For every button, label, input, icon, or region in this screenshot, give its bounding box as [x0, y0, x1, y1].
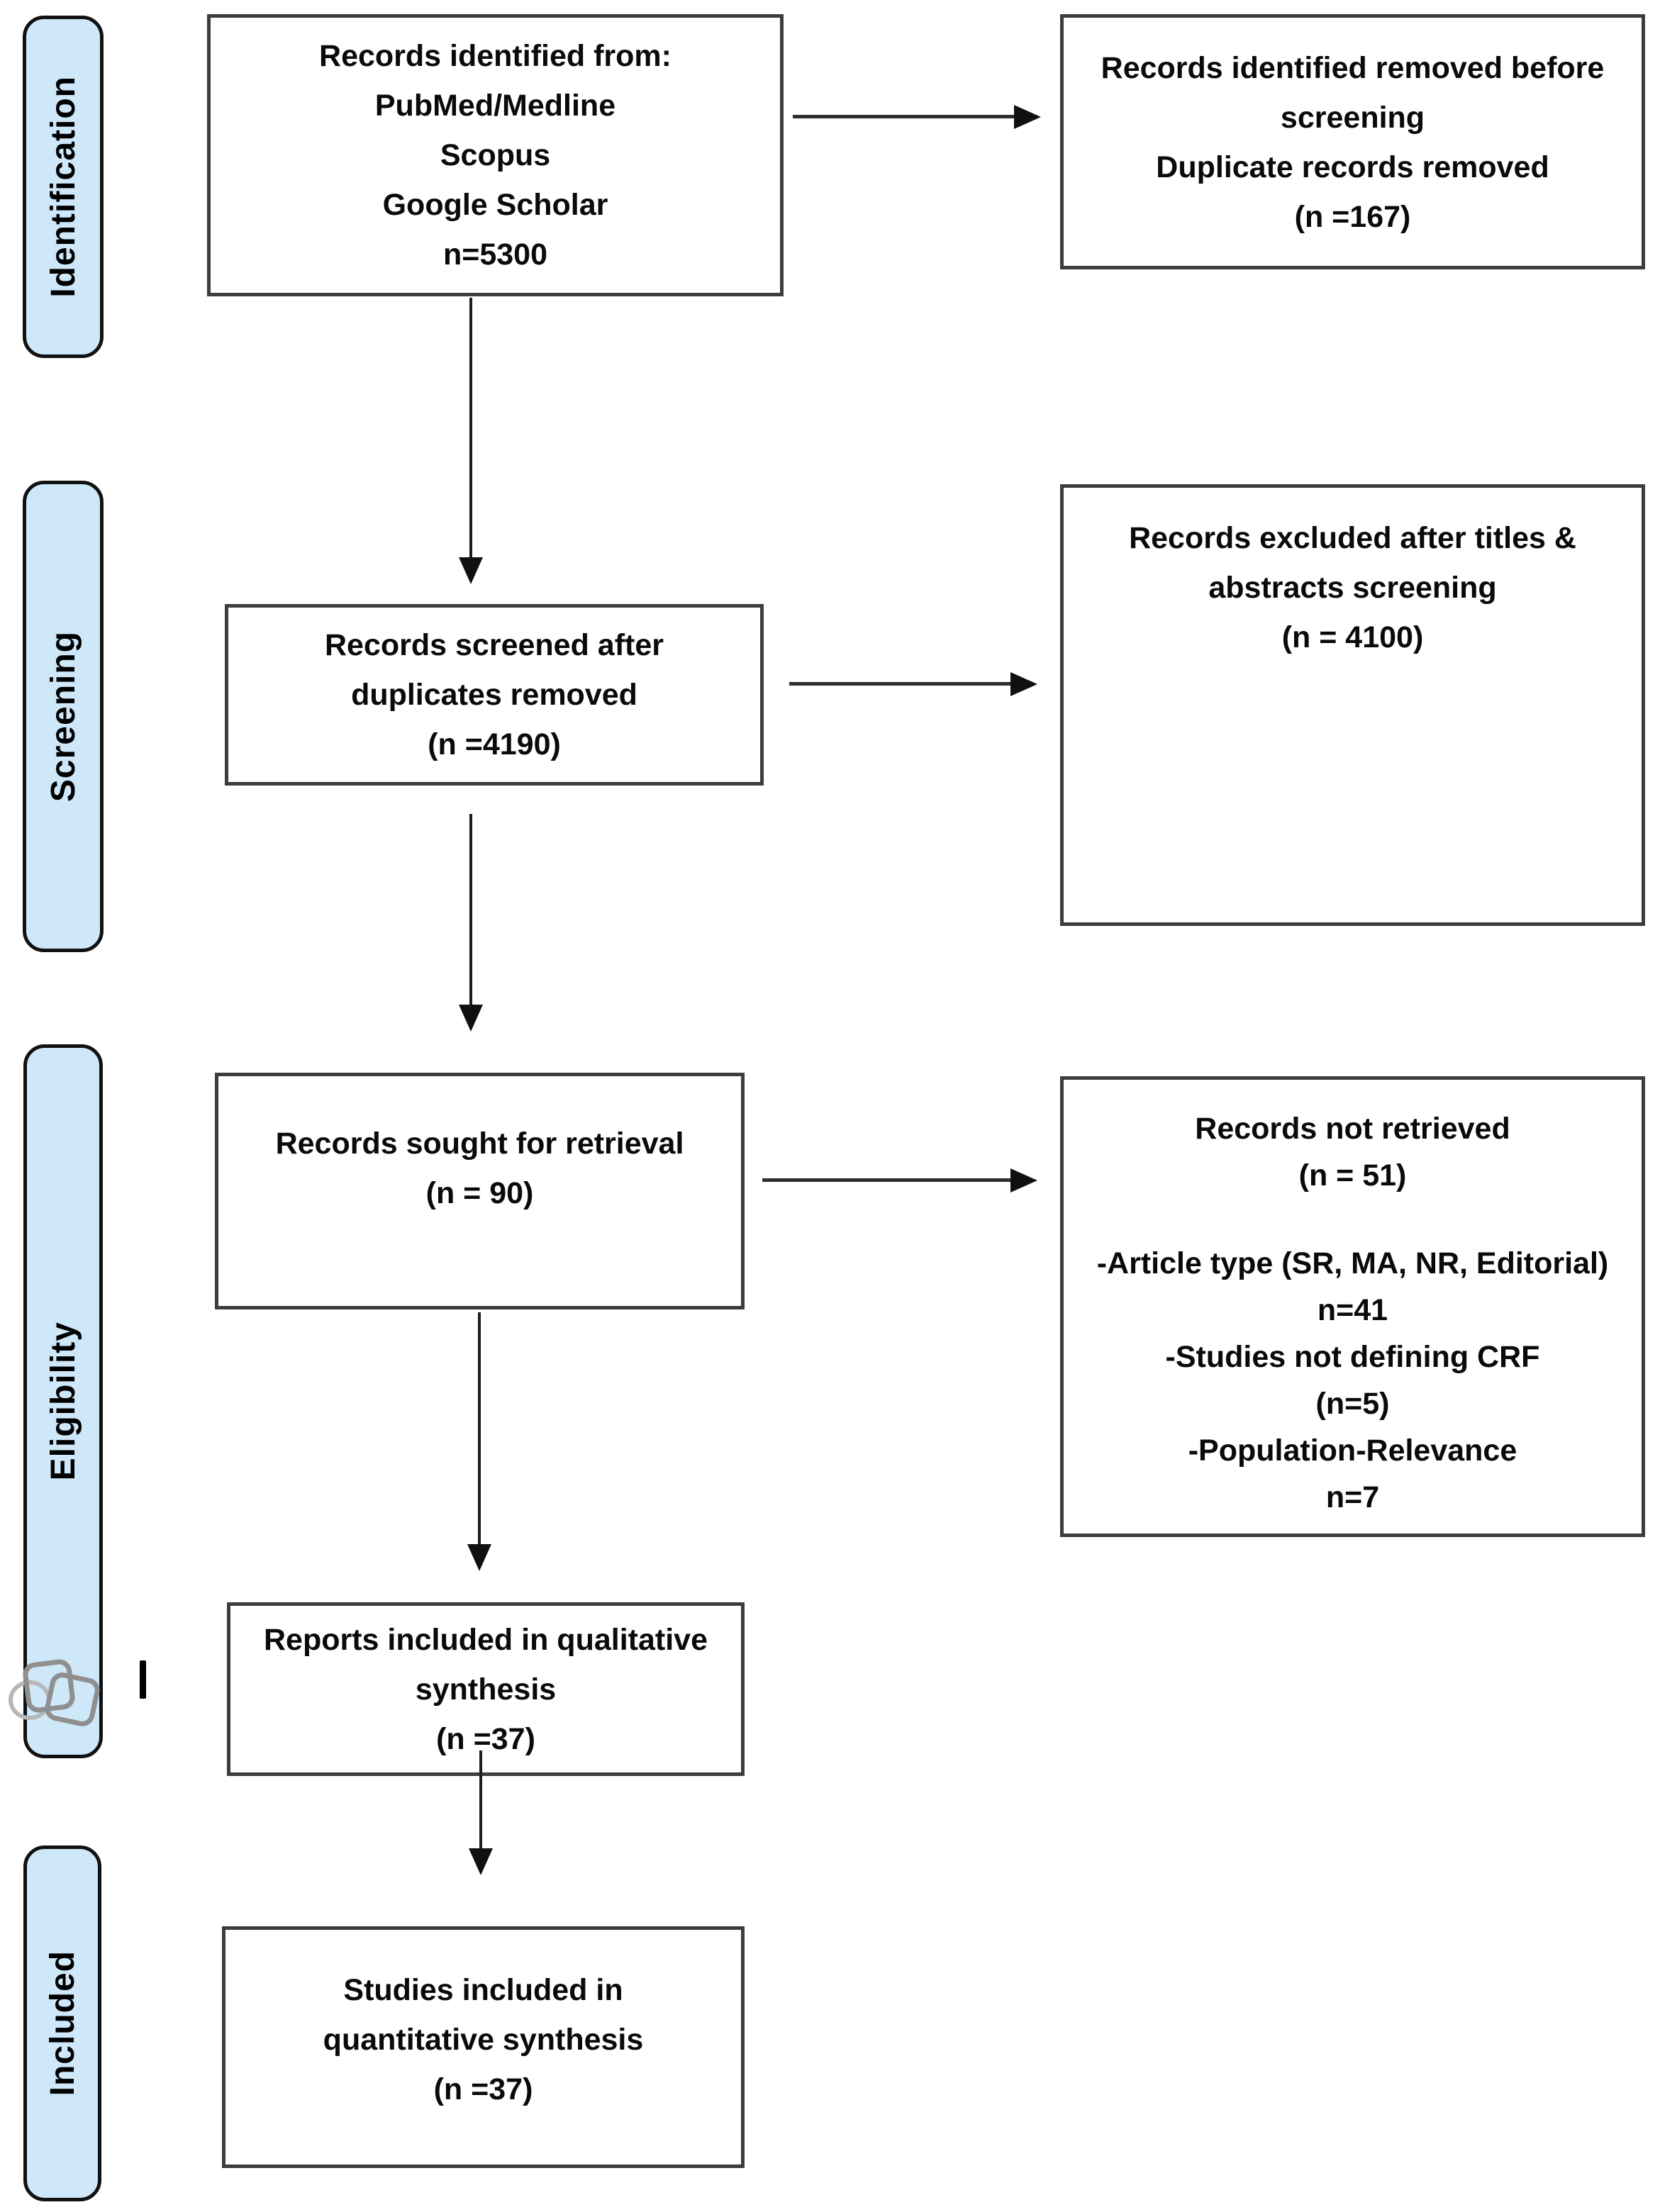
stage-bar-screening: Screening — [23, 481, 104, 952]
box-line: n=41 — [1317, 1293, 1388, 1327]
arrow-head-down-icon — [459, 1005, 483, 1032]
box-line: -Article type (SR, MA, NR, Editorial) — [1096, 1246, 1609, 1280]
arrow-line — [479, 1750, 482, 1851]
box-line: (n =37) — [436, 1721, 535, 1756]
box-line: -Studies not defining CRF — [1165, 1340, 1540, 1374]
box-records-sought: Records sought for retrieval (n = 90) — [215, 1073, 745, 1309]
box-line: (n=5) — [1315, 1387, 1390, 1421]
box-line: (n =4190) — [428, 727, 561, 761]
box-line: Records excluded after titles & — [1129, 521, 1576, 555]
stage-bar-identification: Identification — [23, 16, 104, 358]
stage-bar-included: Included — [23, 1845, 101, 2201]
box-duplicates-removed: Records identified removed before screen… — [1060, 14, 1645, 269]
box-line: duplicates removed — [351, 678, 637, 712]
box-quantitative-synthesis: Studies included in quantitative synthes… — [222, 1926, 745, 2168]
box-line: Studies included in — [343, 1973, 623, 2007]
box-line: -Population-Relevance — [1188, 1434, 1517, 1468]
box-line: screening — [1280, 101, 1425, 135]
box-line: (n = 90) — [425, 1176, 534, 1210]
stage-bar-eligibility: Eligibility — [23, 1044, 103, 1758]
box-qualitative-synthesis: Reports included in qualitative synthesi… — [227, 1602, 745, 1776]
box-line: abstracts screening — [1208, 571, 1497, 605]
arrow-head-right-icon — [1010, 1168, 1037, 1192]
box-line: (n = 4100) — [1281, 620, 1424, 654]
arrow-line — [789, 682, 1012, 686]
box-line: Scopus — [440, 138, 551, 172]
box-line: n=5300 — [442, 238, 548, 272]
arrow-line — [469, 814, 472, 1007]
arrow-head-down-icon — [467, 1544, 491, 1571]
box-line: Google Scholar — [382, 188, 608, 222]
stage-label-identification: Identification — [44, 76, 82, 298]
arrow-head-right-icon — [1014, 105, 1041, 129]
box-line: quantitative synthesis — [323, 2023, 644, 2057]
box-records-not-retrieved: Records not retrieved (n = 51) -Article … — [1060, 1076, 1645, 1537]
arrow-line — [793, 115, 1015, 118]
arrow-line — [478, 1312, 481, 1546]
arrow-head-down-icon — [469, 1848, 493, 1875]
box-line: Records screened after — [325, 628, 664, 662]
text-cursor-mark — [140, 1660, 146, 1699]
box-records-identified: Records identified from: PubMed/Medline … — [207, 14, 784, 296]
box-records-screened: Records screened after duplicates remove… — [225, 604, 764, 786]
stage-label-included: Included — [43, 1950, 82, 2096]
arrow-line — [469, 298, 472, 560]
stage-label-screening: Screening — [44, 630, 82, 803]
box-line: n=7 — [1325, 1480, 1380, 1514]
box-records-excluded: Records excluded after titles & abstract… — [1060, 484, 1645, 926]
overlapping-pages-watermark-icon — [9, 1659, 100, 1726]
stage-label-eligibility: Eligibility — [44, 1322, 82, 1481]
box-line: Records identified removed before — [1101, 51, 1605, 85]
box-line: Records not retrieved — [1195, 1112, 1510, 1146]
box-line: Records sought for retrieval — [275, 1127, 684, 1161]
box-line: Records identified from: — [319, 39, 672, 73]
arrow-head-down-icon — [459, 557, 483, 584]
box-line: Duplicate records removed — [1156, 150, 1549, 184]
box-line: synthesis — [415, 1672, 557, 1707]
box-line: (n = 51) — [1298, 1158, 1407, 1192]
box-line: (n =167) — [1294, 200, 1411, 234]
box-line: PubMed/Medline — [374, 89, 616, 123]
arrow-line — [762, 1178, 1012, 1182]
box-line: Reports included in qualitative — [264, 1622, 708, 1657]
box-line: (n =37) — [433, 2072, 533, 2106]
arrow-head-right-icon — [1010, 672, 1037, 696]
